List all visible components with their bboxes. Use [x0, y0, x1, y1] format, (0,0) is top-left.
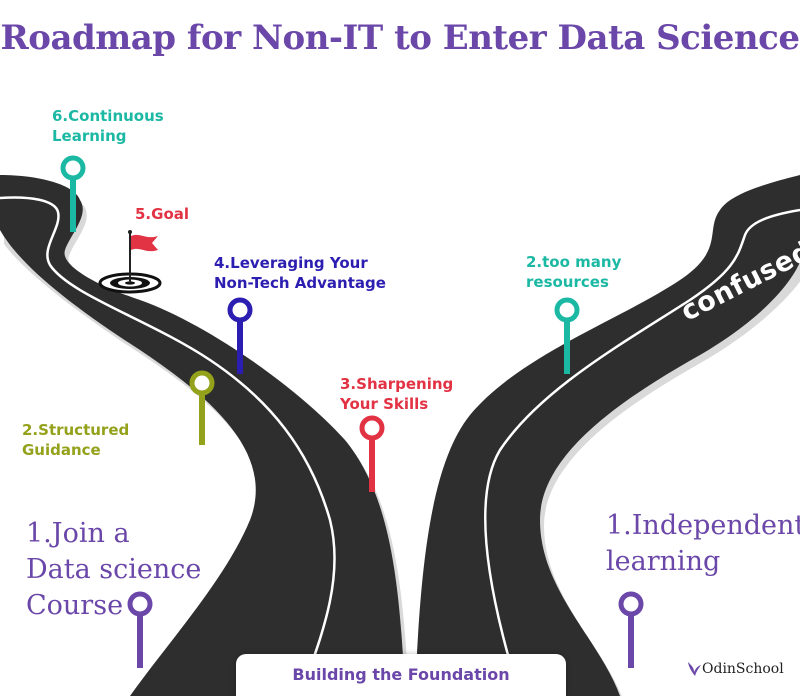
map-pin-icon: [554, 297, 580, 374]
brand-name: OdinSchool: [702, 661, 784, 677]
map-pin-icon: [227, 297, 253, 374]
label-step4-non-tech-advantage: 4.Leveraging Your Non-Tech Advantage: [214, 254, 386, 292]
label-step5-goal: 5.Goal: [135, 205, 190, 223]
label-step3-sharpening-skills: 3.Sharpening Your Skills: [340, 375, 454, 413]
page-title: Roadmap for Non-IT to Enter Data Science: [0, 18, 800, 58]
foundation-banner: Building the Foundation: [236, 654, 566, 696]
label-right-step2-too-many-resources: 2.too many resources: [526, 253, 622, 291]
goal-flag-icon: [128, 230, 158, 283]
map-pin-icon: [60, 155, 86, 232]
map-pin-icon: [127, 591, 153, 668]
label-step1-join-course: 1.Join a Data science Course: [26, 518, 202, 621]
right-road: [415, 175, 800, 696]
map-pin-icon: [189, 370, 215, 445]
map-pin-icon: [359, 415, 385, 492]
label-step2-structured-guidance: 2.Structured Guidance: [22, 421, 130, 459]
label-step6-continuous-learning: 6.Continuous Learning: [52, 107, 164, 145]
map-pin-icon: [618, 591, 644, 668]
label-right-step1-independent-learning: 1.Independent learning: [606, 510, 800, 577]
left-road: [0, 175, 409, 696]
bird-logo-icon: [688, 662, 701, 676]
